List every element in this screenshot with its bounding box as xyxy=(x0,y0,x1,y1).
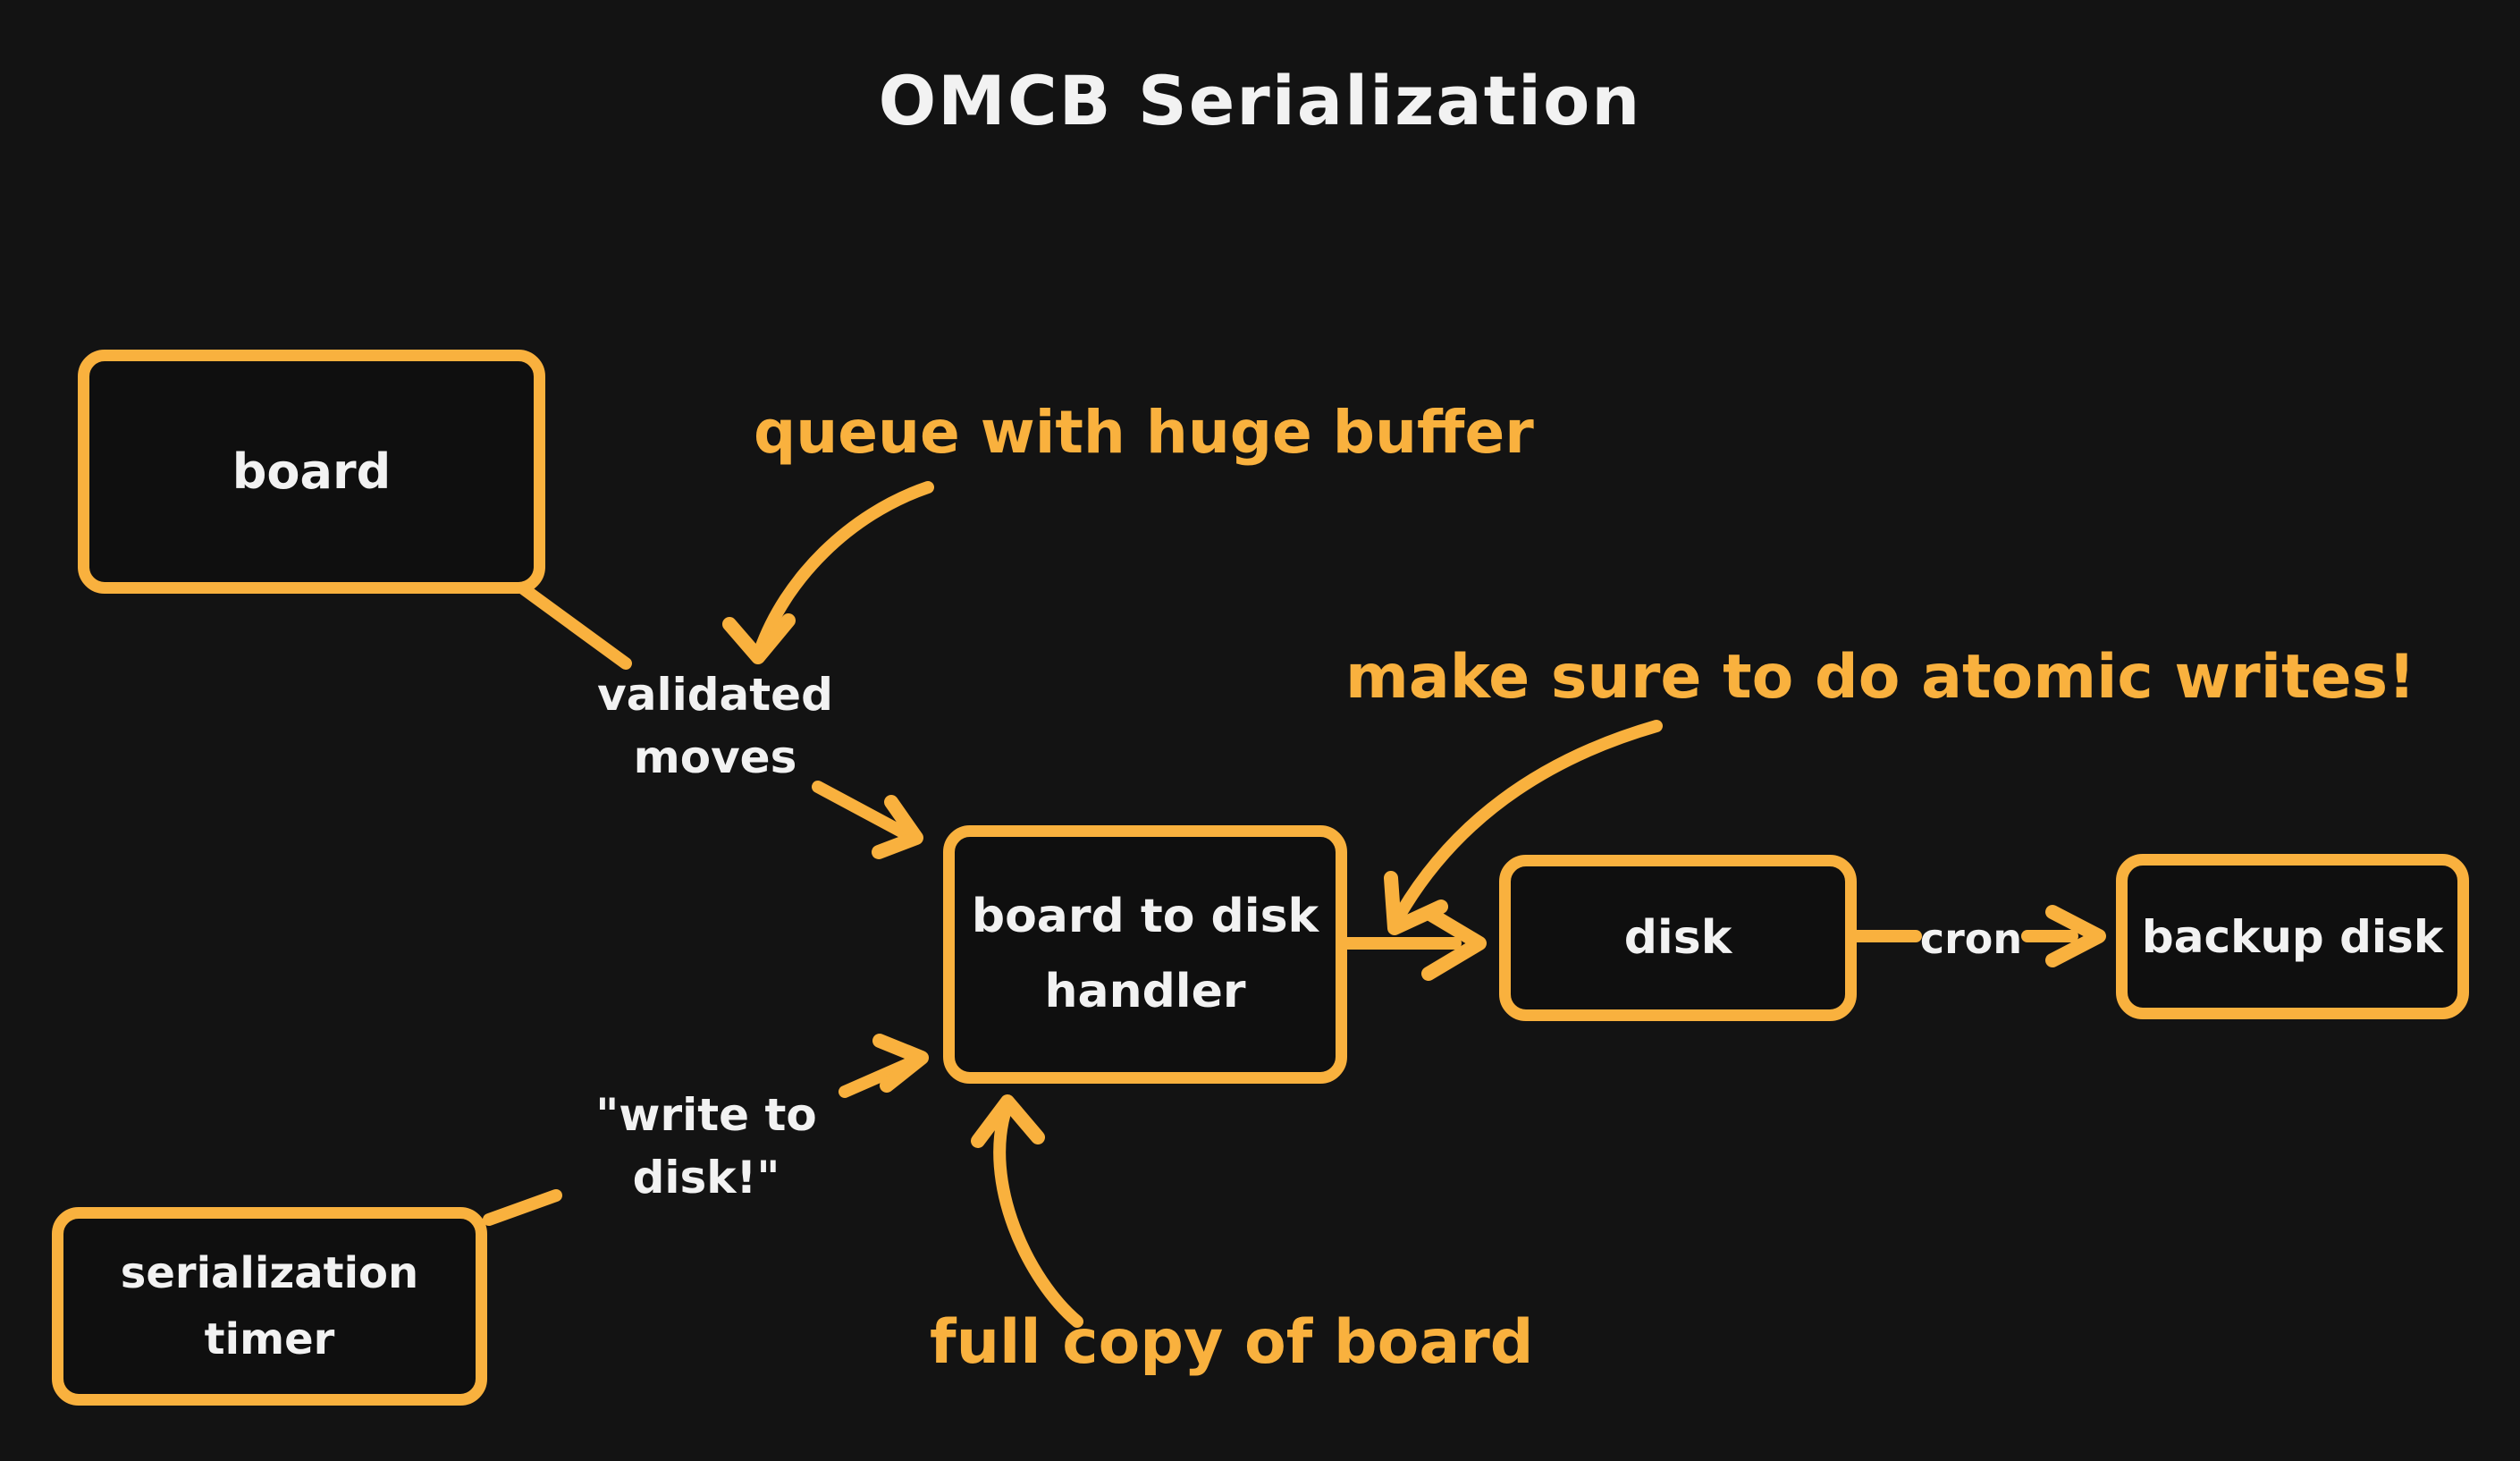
queue-arrow xyxy=(754,481,934,657)
node-timer-label-line1: serialization xyxy=(120,1247,419,1298)
annotation-full-copy-of-board: full copy of board xyxy=(930,1307,1534,1378)
validated-arrow-head-icon xyxy=(872,795,923,859)
full-copy-arrow xyxy=(993,1101,1083,1328)
node-backup-disk-label: backup disk xyxy=(2141,910,2444,963)
cron-to-backup-head-icon xyxy=(2045,905,2106,967)
node-board-label: board xyxy=(232,443,392,500)
full-copy-arrow-head-icon xyxy=(971,1094,1045,1148)
handler-to-disk-head-icon xyxy=(1421,906,1487,981)
validated-to-handler-arrow xyxy=(812,781,911,840)
annotation-atomic-writes: make sure to do atomic writes! xyxy=(1345,642,2416,713)
node-handler-label-line1: board to disk xyxy=(971,890,1319,944)
node-serialization-timer: serialization timer xyxy=(52,1207,487,1406)
validated-moves-line2: moves xyxy=(633,731,797,783)
node-backup-disk: backup disk xyxy=(2116,854,2469,1019)
validated-moves-line1: validated xyxy=(597,669,833,721)
node-disk-label: disk xyxy=(1623,911,1732,965)
write-arrow-head-icon xyxy=(872,1034,929,1093)
node-disk: disk xyxy=(1499,855,1857,1021)
node-board: board xyxy=(78,350,545,594)
write-to-disk-line1: "write to xyxy=(595,1089,817,1141)
board-tail-line xyxy=(517,582,632,670)
edge-label-validated-moves: validated moves xyxy=(554,663,876,789)
queue-arrow-head-icon xyxy=(722,613,796,664)
node-handler-label-line2: handler xyxy=(1044,964,1246,1018)
edge-label-write-to-disk: "write to disk!" xyxy=(563,1084,849,1209)
node-board-to-disk-handler: board to disk handler xyxy=(943,825,1347,1084)
page-title: OMCB Serialization xyxy=(878,61,1642,140)
timer-tail-line xyxy=(483,1189,562,1226)
write-to-disk-line2: disk!" xyxy=(632,1152,780,1203)
annotation-queue-with-huge-buffer: queue with huge buffer xyxy=(754,398,1534,467)
node-timer-label-line2: timer xyxy=(204,1314,335,1364)
atomic-writes-arrow xyxy=(1390,720,1663,927)
edge-label-cron: cron xyxy=(1919,915,2023,963)
